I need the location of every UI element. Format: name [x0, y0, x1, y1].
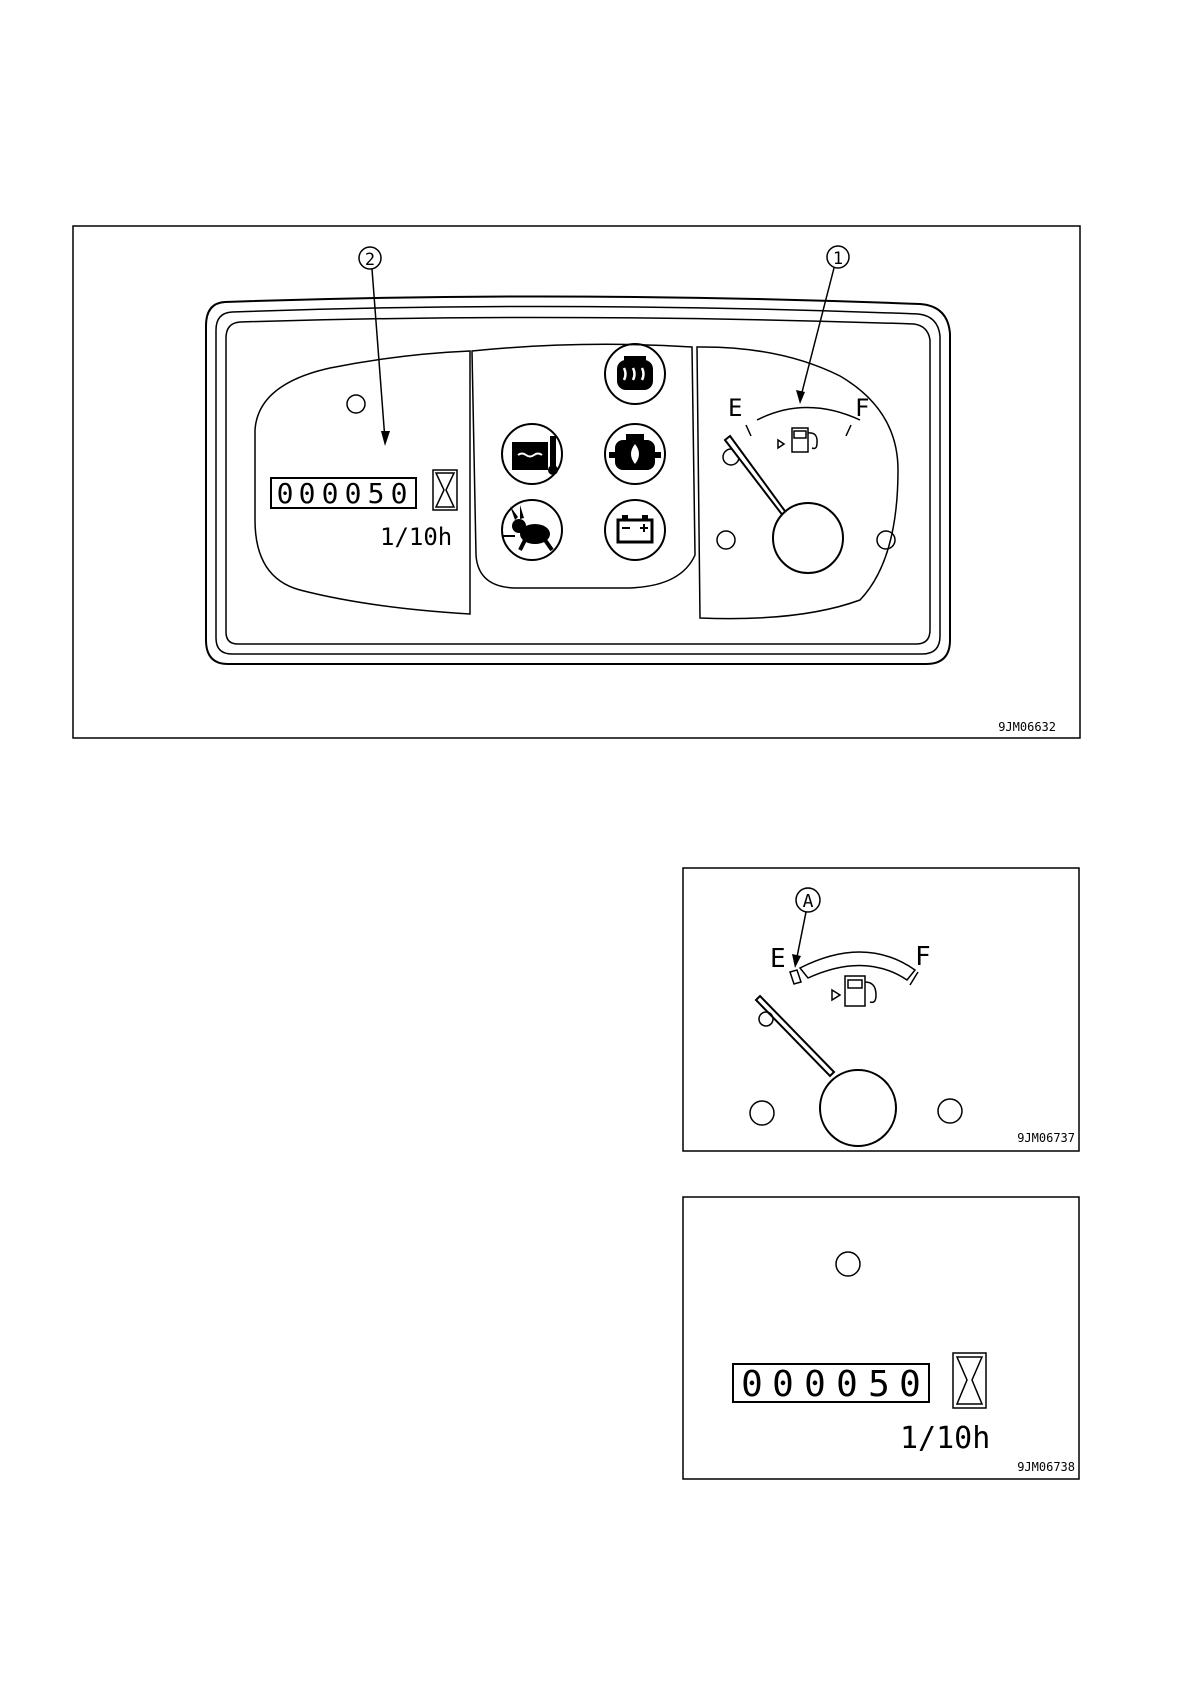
hourmeter-digit: 0: [741, 1364, 763, 1405]
hourmeter-unit: 1/10h: [900, 1421, 990, 1456]
callout-1-label: 1: [833, 249, 843, 269]
hourmeter-digit: 0: [322, 477, 339, 510]
figure-code: 9JM06738: [1017, 1460, 1075, 1474]
hourmeter-unit: 1/10h: [380, 523, 452, 551]
figure-code: 9JM06737: [1017, 1131, 1075, 1145]
gauge-full-label: F: [855, 394, 869, 422]
callout-2-label: 2: [365, 250, 375, 270]
callout-a-label: A: [803, 891, 814, 912]
hourmeter-digit: 0: [299, 477, 316, 510]
figure-fuel-gauge-detail: E F A 9JM06737: [683, 868, 1079, 1151]
figure-hourmeter-detail: 0 0 0 0 5 0 1/10h 9JM06738: [683, 1197, 1079, 1479]
figure-code: 9JM06632: [998, 720, 1056, 734]
hourmeter-digit: 5: [868, 1364, 890, 1405]
hourmeter-digit: 0: [836, 1364, 858, 1405]
hourmeter-digit: 5: [368, 477, 385, 510]
gauge-full-label: F: [915, 942, 931, 972]
hourmeter-digit: 0: [804, 1364, 826, 1405]
gauge-hub: [773, 503, 843, 573]
hourmeter-digit: 0: [345, 477, 362, 510]
gauge-empty-label: E: [728, 394, 742, 422]
figure-frame: [683, 1197, 1079, 1479]
hourmeter-digit: 0: [772, 1364, 794, 1405]
figure-instrument-panel: 0 0 0 0 5 0 1/10h: [73, 226, 1080, 738]
engine-preheat-icon: [617, 356, 653, 390]
hourmeter-digit: 0: [277, 477, 294, 510]
gauge-hub: [820, 1070, 896, 1146]
hourmeter-digit: 0: [391, 477, 408, 510]
hourmeter-digit: 0: [899, 1364, 921, 1405]
gauge-empty-label: E: [770, 944, 786, 974]
